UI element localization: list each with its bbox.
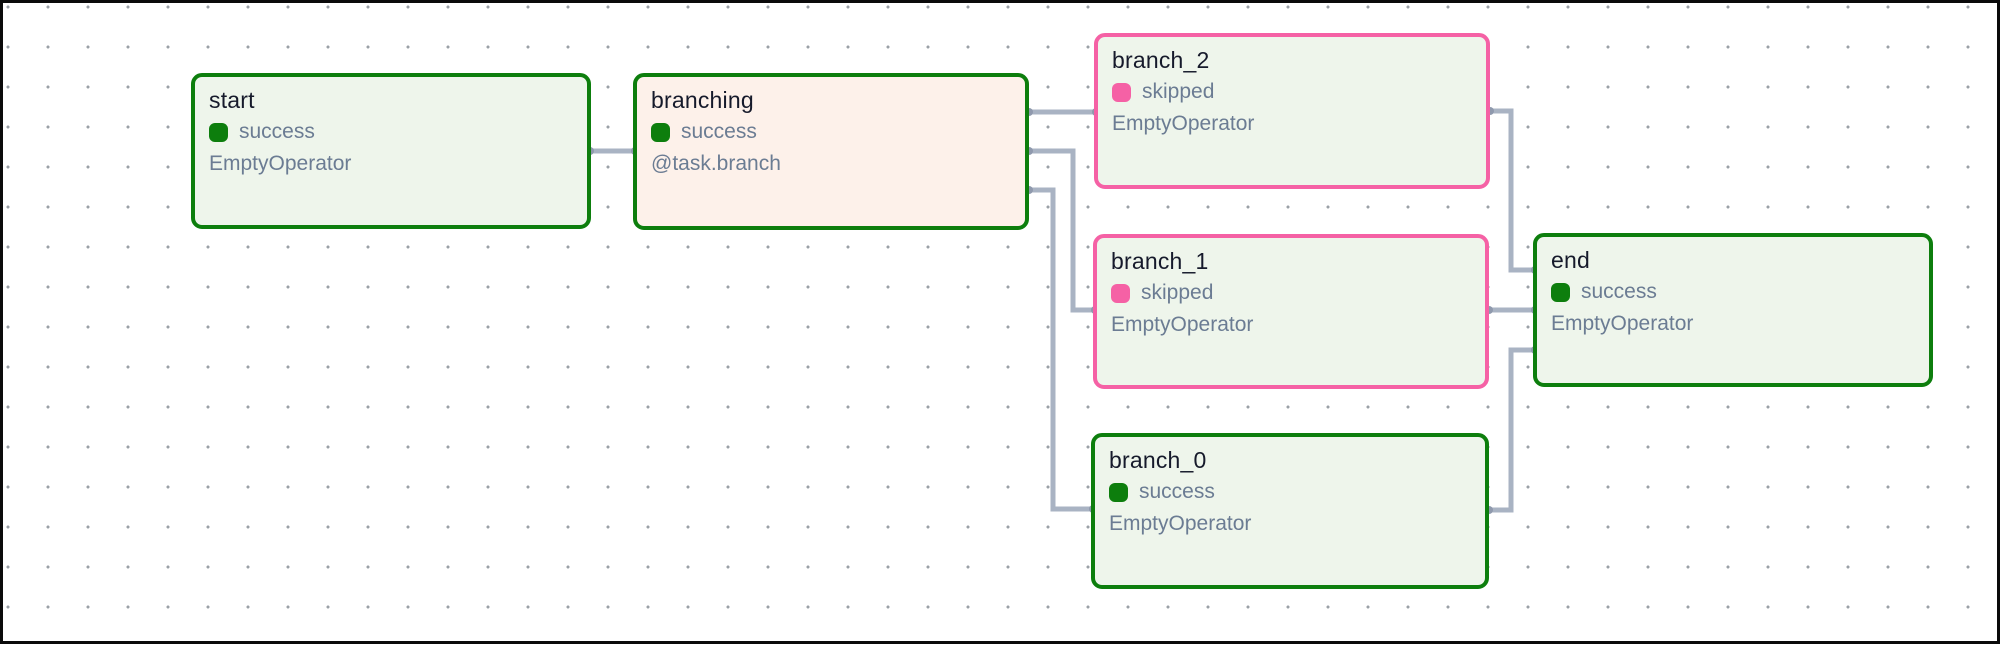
task-status-label: skipped <box>1142 80 1215 103</box>
task-operator-label: EmptyOperator <box>209 152 352 175</box>
task-status-label: success <box>681 120 757 143</box>
task-title: start <box>209 87 255 113</box>
task-operator-label: @task.branch <box>651 152 781 175</box>
task-title: branching <box>651 87 754 113</box>
status-skipped-icon <box>1111 283 1130 303</box>
status-success-icon <box>1551 282 1570 302</box>
status-success-icon <box>209 122 228 142</box>
task-title: branch_0 <box>1109 447 1207 473</box>
task-status-row: success <box>1109 480 1471 503</box>
task-status-row: success <box>209 120 573 143</box>
task-status-row: skipped <box>1112 80 1472 103</box>
task-status-label: success <box>239 120 315 143</box>
edge-branch_0-to-end <box>1489 347 1535 513</box>
status-skipped-icon <box>1112 82 1131 102</box>
task-operator-label: EmptyOperator <box>1551 312 1694 335</box>
task-status-row: skipped <box>1111 281 1471 304</box>
task-node-branching[interactable]: branching success @task.branch <box>633 73 1029 230</box>
edge-branching-to-branch_0 <box>1029 187 1093 512</box>
edge-branching-to-branch_1 <box>1029 148 1095 313</box>
task-status-row: success <box>651 120 1011 143</box>
status-success-icon <box>651 122 670 142</box>
task-status-row: success <box>1551 280 1915 303</box>
task-status-label: success <box>1581 280 1657 303</box>
status-success-icon <box>1109 482 1128 502</box>
edge-branch_2-to-end <box>1490 108 1535 273</box>
task-title: branch_1 <box>1111 248 1209 274</box>
task-status-label: success <box>1139 480 1215 503</box>
task-operator-label: EmptyOperator <box>1111 313 1254 336</box>
task-operator-label: EmptyOperator <box>1109 512 1252 535</box>
task-title: end <box>1551 247 1590 273</box>
task-status-label: skipped <box>1141 281 1214 304</box>
task-operator-label: EmptyOperator <box>1112 112 1255 135</box>
task-title: branch_2 <box>1112 47 1210 73</box>
